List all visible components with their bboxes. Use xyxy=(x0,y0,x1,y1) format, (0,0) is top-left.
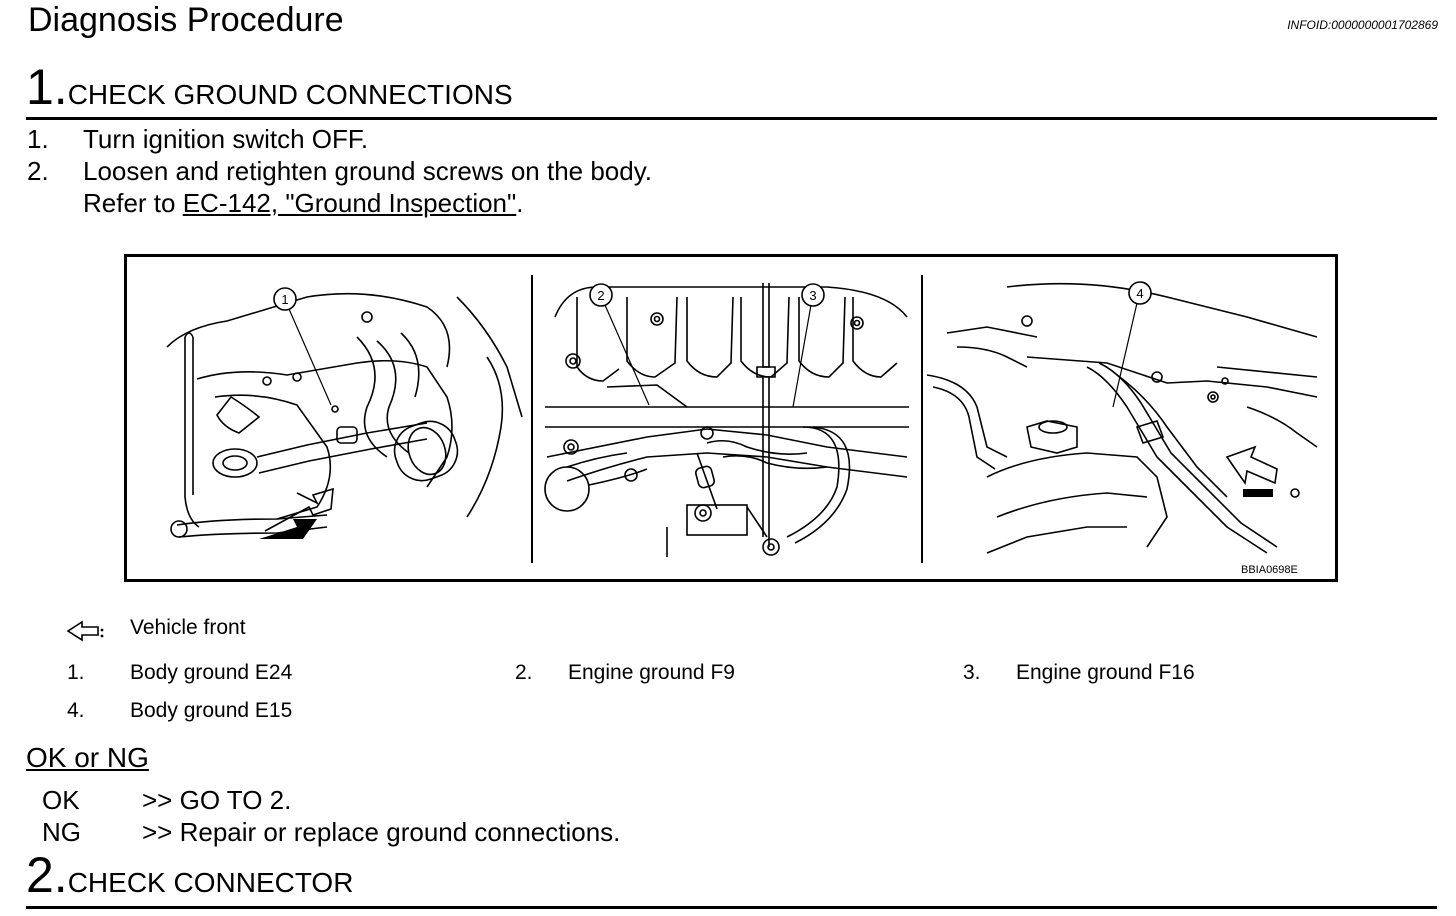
callout-1 xyxy=(273,287,297,311)
legend-number: 3. xyxy=(963,661,981,684)
step-1-number: 1. xyxy=(26,59,68,115)
callout-2 xyxy=(589,283,613,307)
info-id: INFOID:0000000001702869 xyxy=(1287,18,1438,32)
ok-action: >> GO TO 2. xyxy=(142,785,292,815)
step-2-number: 2. xyxy=(26,847,68,903)
ok-ng-heading: OK or NG xyxy=(26,742,149,773)
vehicle-front-label: Vehicle front xyxy=(130,616,246,639)
step-1-divider xyxy=(26,117,1437,120)
ok-row: OK >> GO TO 2. xyxy=(42,784,291,816)
engine-bay-illustration: 1 2 3 4 BBIA0698E xyxy=(166,275,1318,576)
step-1-title: CHECK GROUND CONNECTIONS xyxy=(67,79,513,110)
callout-4 xyxy=(1128,281,1152,305)
legend-item: Body ground E24 xyxy=(130,661,293,684)
legend-item: Engine ground F9 xyxy=(568,661,735,684)
list-item: 1. Turn ignition switch OFF. xyxy=(27,123,368,155)
legend-number: 1. xyxy=(67,661,85,684)
callout-2-label: 2 xyxy=(597,288,604,303)
legend-item: Engine ground F16 xyxy=(1016,661,1195,684)
legend-number: 4. xyxy=(67,699,85,722)
callout-3-label: 3 xyxy=(809,288,816,303)
ground-locations-figure: 1 2 3 4 BBIA0698E xyxy=(124,254,1338,582)
front-arrow-left xyxy=(259,519,317,539)
step-1-heading: 1. CHECK GROUND CONNECTIONS xyxy=(26,62,513,112)
refer-prefix: Refer to xyxy=(83,188,183,218)
list-item-number: 2. xyxy=(27,156,49,186)
step-2-heading: 2. CHECK CONNECTOR xyxy=(26,850,353,900)
list-item-number: 1. xyxy=(27,124,49,154)
ground-inspection-link[interactable]: EC-142, "Ground Inspection" xyxy=(182,188,517,218)
ng-row: NG >> Repair or replace ground connectio… xyxy=(42,816,620,848)
hollow-arrow-icon xyxy=(66,620,104,642)
ng-action: >> Repair or replace ground connections. xyxy=(142,817,621,847)
legend-number: 2. xyxy=(515,661,533,684)
page-title: Diagnosis Procedure xyxy=(28,1,344,39)
list-item-text: Turn ignition switch OFF. xyxy=(83,124,369,154)
list-item: 2. Loosen and retighten ground screws on… xyxy=(27,155,652,187)
callout-4-label: 4 xyxy=(1136,286,1143,301)
step-2-title: CHECK CONNECTOR xyxy=(67,867,354,898)
vehicle-front-legend-icon xyxy=(66,619,106,648)
list-item-text: Loosen and retighten ground screws on th… xyxy=(83,156,653,186)
figure-code: BBIA0698E xyxy=(1241,564,1298,576)
refer-suffix: . xyxy=(516,188,524,218)
legend-item: Body ground E15 xyxy=(130,699,293,722)
step-2-divider xyxy=(26,906,1437,909)
refer-line: Refer to EC-142, "Ground Inspection" . xyxy=(83,187,523,219)
callout-1-label: 1 xyxy=(281,292,288,307)
ng-code: NG xyxy=(42,817,81,847)
callout-3 xyxy=(801,283,825,307)
ok-code: OK xyxy=(42,785,80,815)
